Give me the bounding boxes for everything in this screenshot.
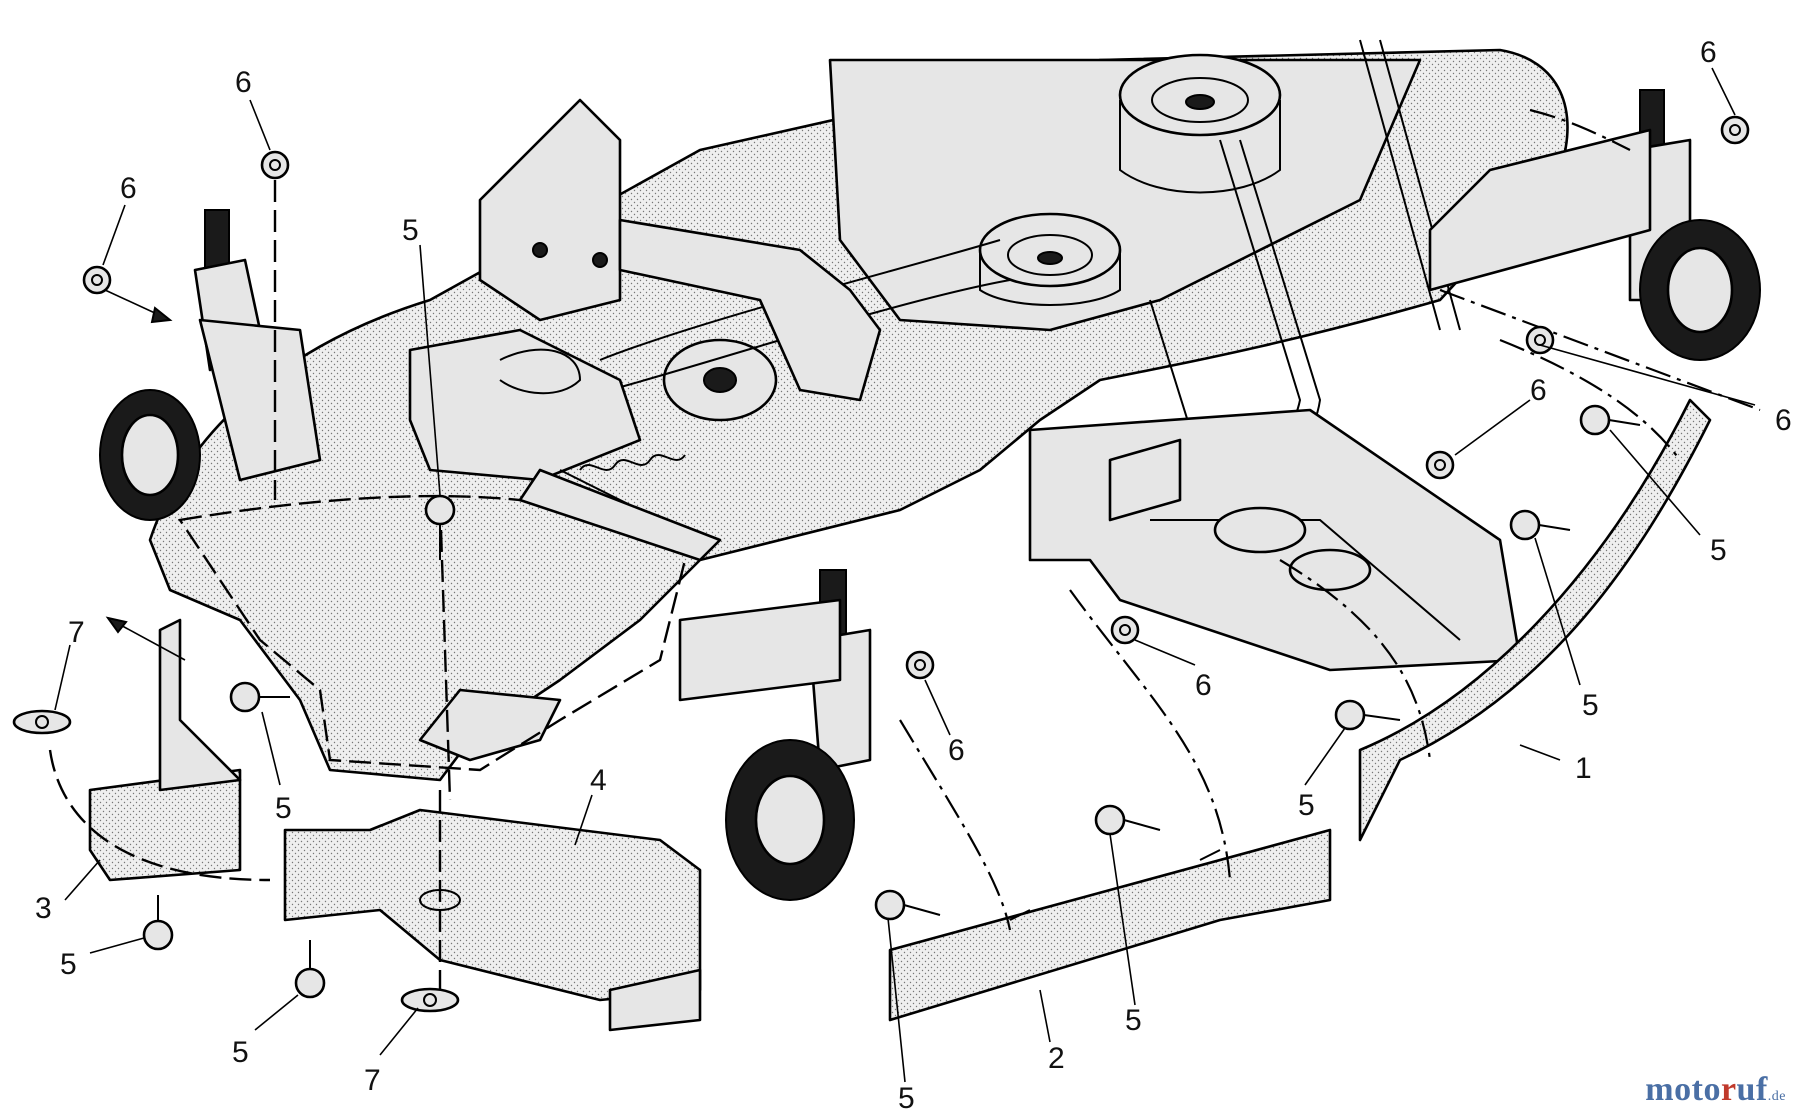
- tension-spring: [518, 454, 722, 562]
- callout-1: 1: [1575, 752, 1592, 785]
- callout-5: 5: [898, 1082, 915, 1113]
- callout-5: 5: [232, 1036, 249, 1069]
- hex-bolt: [1094, 804, 1161, 836]
- hex-bolt: [1579, 404, 1641, 436]
- watermark-tld: .de: [1767, 1089, 1786, 1104]
- hex-bolt: [1509, 509, 1571, 541]
- carriage-bolt: [294, 940, 326, 999]
- callout-5: 5: [1125, 1004, 1142, 1037]
- hex-bolt: [874, 889, 941, 921]
- callout-6: 6: [235, 66, 252, 99]
- hex-nut: [905, 650, 935, 680]
- gauge-wheel-left: [99, 209, 322, 521]
- wing-nut: [400, 987, 460, 1013]
- callout-6: 6: [1700, 36, 1717, 69]
- leader-lines: [54, 67, 1736, 1083]
- callout-6: 6: [1530, 374, 1547, 407]
- callout-5: 5: [1298, 789, 1315, 822]
- hex-nut: [260, 150, 290, 180]
- shield-part-2: [888, 828, 1332, 1022]
- callout-6: 6: [1195, 669, 1212, 702]
- watermark-part-b: r: [1720, 1071, 1737, 1108]
- carriage-bolt: [424, 494, 456, 560]
- watermark-part-c: uf: [1736, 1071, 1768, 1108]
- callout-6: 6: [120, 172, 137, 205]
- lift-bracket-left: [478, 98, 882, 402]
- callout-6: 6: [948, 734, 965, 767]
- callout-4: 4: [590, 764, 607, 797]
- callout-5: 5: [1582, 689, 1599, 722]
- baffle-part-3: [88, 618, 242, 882]
- gauge-wheel-right: [1428, 89, 1761, 361]
- gauge-wheel-center: [678, 569, 872, 901]
- rear-frame: [1028, 408, 1522, 672]
- pulley-assembly: [599, 39, 1461, 479]
- spindle-housing-left: [408, 328, 642, 482]
- hex-nut: [82, 265, 112, 295]
- callout-3: 3: [35, 892, 52, 925]
- callout-5: 5: [1710, 534, 1727, 567]
- shield-part-1: [1358, 398, 1712, 842]
- callout-5: 5: [275, 792, 292, 825]
- callout-5: 5: [402, 214, 419, 247]
- hex-nut: [1425, 450, 1455, 480]
- watermark-part-a: moto: [1645, 1071, 1721, 1108]
- watermark-logo: motoruf.de: [1645, 1071, 1786, 1109]
- hex-nut: [1110, 615, 1140, 645]
- callout-7: 7: [68, 616, 85, 649]
- callout-labels: 6 6 5 6 6 6 5 5 6 6 1 5 7 5 4 3 5 5 7 5 …: [35, 36, 1792, 1113]
- callout-6: 6: [1775, 404, 1792, 437]
- carriage-bolt: [229, 681, 290, 713]
- hex-bolt: [1334, 699, 1401, 731]
- hardware: [12, 115, 1750, 1013]
- baffle-part-4: [283, 808, 702, 1032]
- callout-2: 2: [1048, 1042, 1065, 1075]
- hex-nut: [1720, 115, 1750, 145]
- assembly-guide-lines: [48, 108, 1761, 990]
- callout-5: 5: [60, 948, 77, 981]
- callout-7: 7: [364, 1064, 381, 1097]
- direction-arrows: [104, 289, 1756, 661]
- wing-nut: [12, 709, 72, 735]
- carriage-bolt: [142, 895, 174, 951]
- hex-nut: [1525, 325, 1555, 355]
